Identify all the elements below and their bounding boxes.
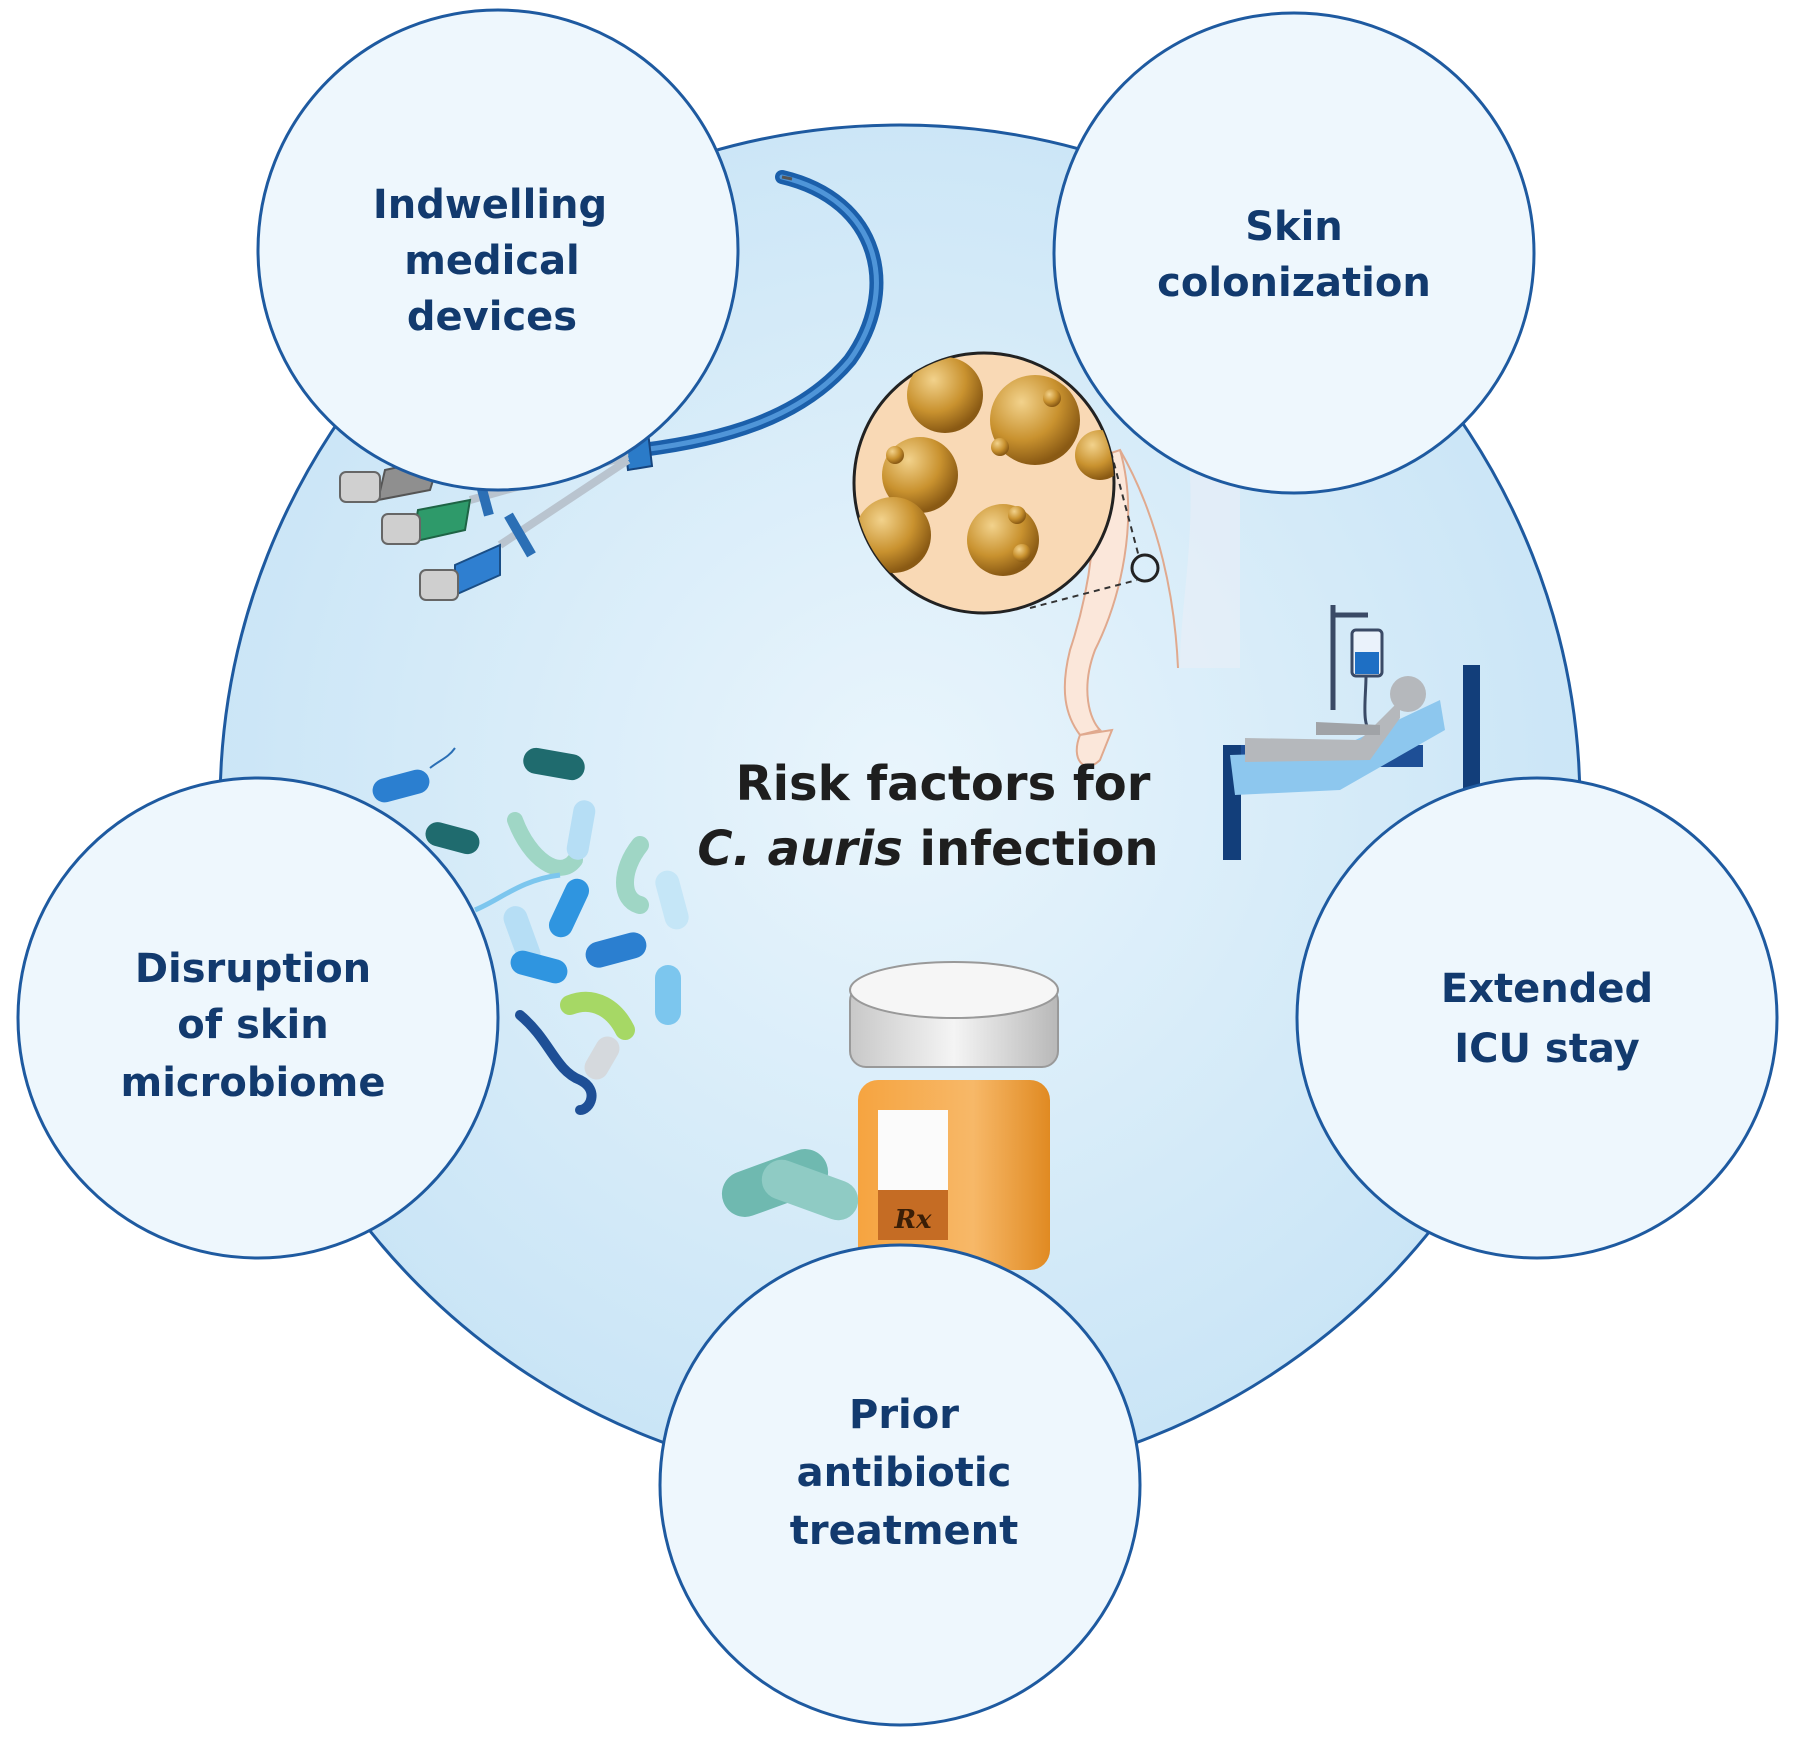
factor-prior-antibiotic-treatment: Prior antibiotic treatment: [658, 1243, 1142, 1727]
factor-skin-colonization: Skin colonization: [1052, 11, 1536, 495]
factor-label-line: Skin: [1245, 204, 1343, 250]
factor-disruption-skin-microbiome: Disruption of skin microbiome: [16, 776, 500, 1260]
bacteria-icon: [372, 747, 689, 1115]
factor-label-line: of skin: [177, 1002, 328, 1048]
factor-label-line: Disruption: [135, 946, 371, 992]
factor-label-line: colonization: [1157, 260, 1431, 306]
center-title-organism: C. auris: [697, 821, 902, 877]
factor-label-line: Prior: [849, 1392, 959, 1438]
center-title-rest: infection: [903, 821, 1159, 877]
yeast-magnified-icon: [852, 351, 1116, 615]
factor-label-line: antibiotic: [797, 1450, 1012, 1496]
factor-label-line: microbiome: [121, 1060, 386, 1106]
factor-label-line: medical: [404, 238, 580, 284]
factor-label-line: Extended: [1441, 966, 1653, 1012]
factor-label-line: Indwelling: [373, 182, 607, 228]
pill-bottle-icon: Rx: [721, 961, 1059, 1270]
rx-label: Rx: [893, 1205, 932, 1235]
center-title-line1: Risk factors for: [736, 756, 1151, 812]
center-title-line2: C. auris infection: [697, 821, 1158, 877]
factor-label-line: devices: [407, 294, 577, 340]
factor-label-line: treatment: [790, 1508, 1019, 1554]
factor-indwelling-devices: Indwelling medical devices: [256, 8, 740, 492]
arm-icon: [1029, 430, 1240, 767]
hospital-bed-icon: [1223, 605, 1480, 860]
factor-extended-icu-stay: Extended ICU stay: [1295, 776, 1779, 1260]
factor-label-line: ICU stay: [1454, 1026, 1639, 1072]
